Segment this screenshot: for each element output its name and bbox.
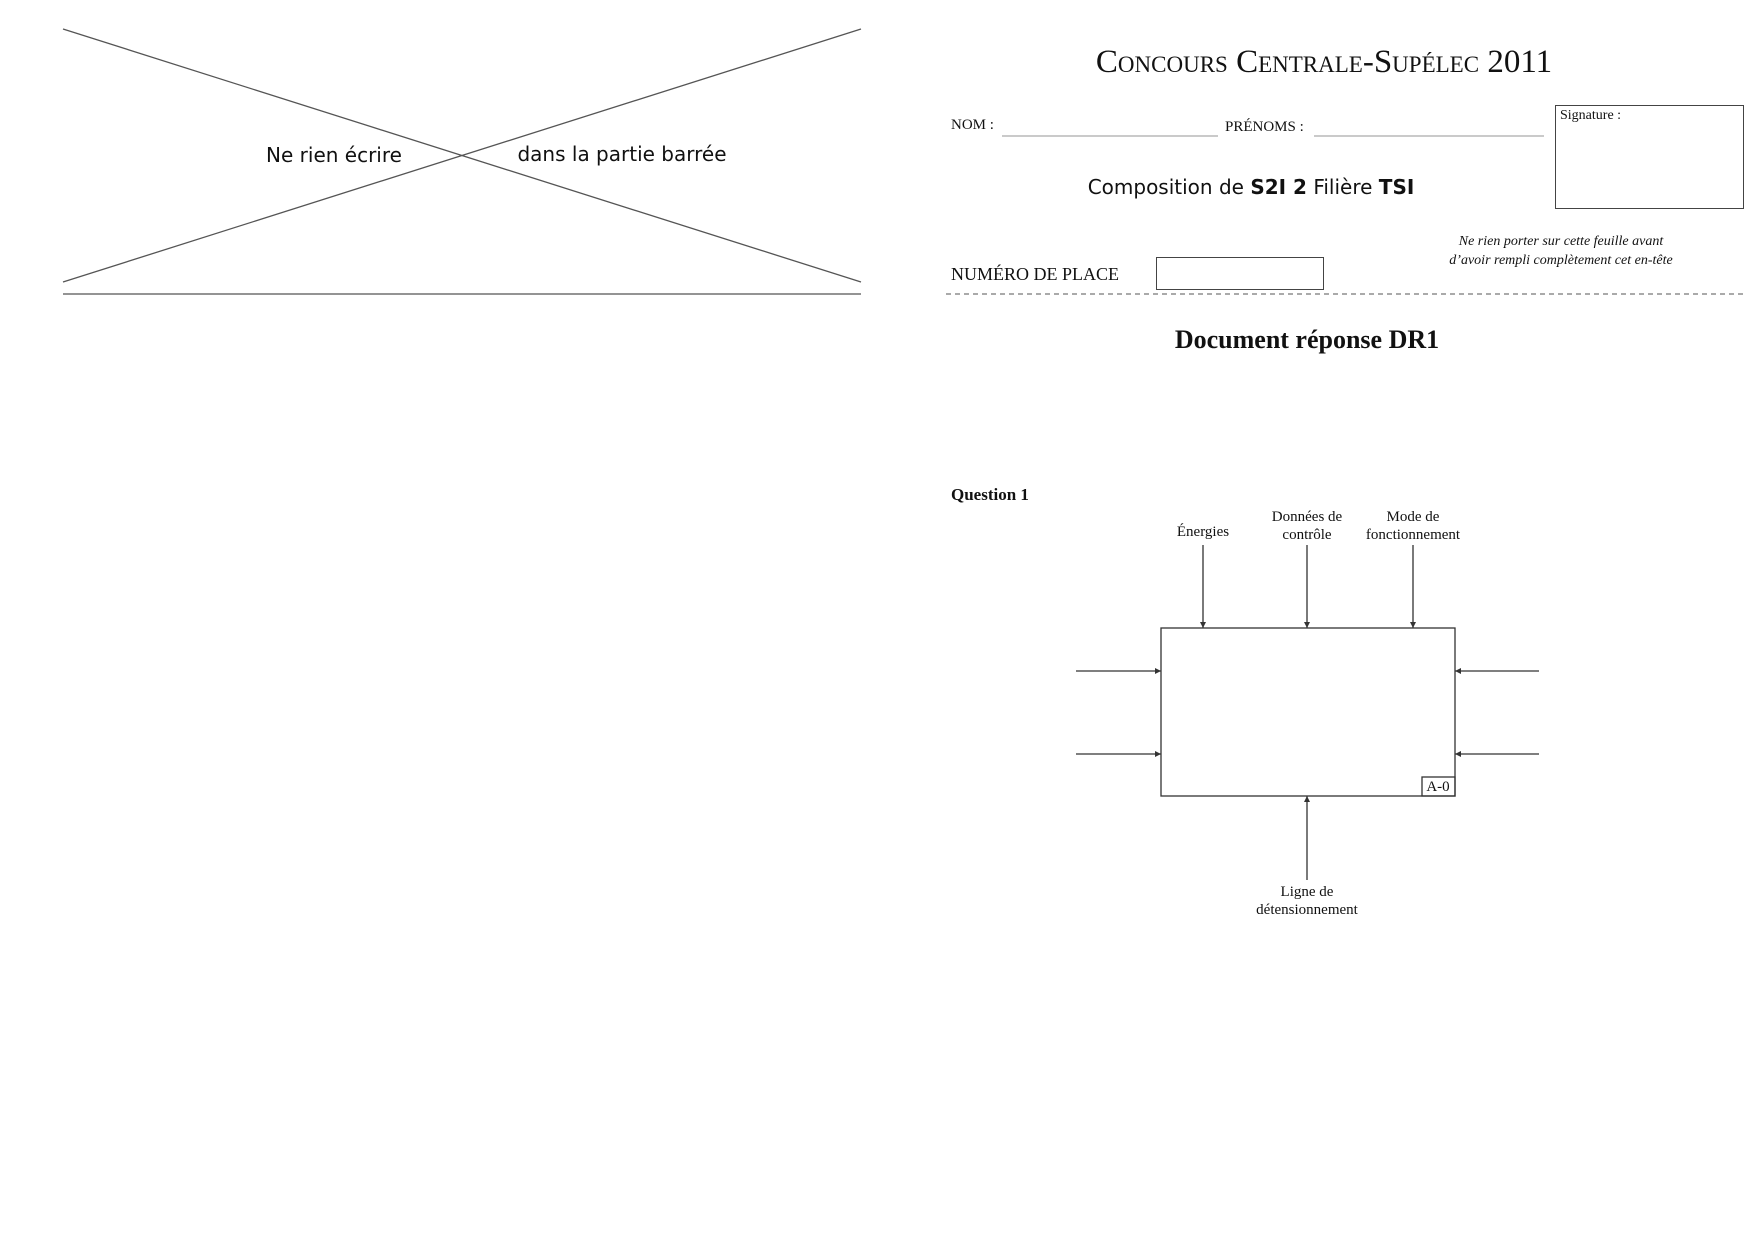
composition-line: Composition de S2I 2 Filière TSI [1088,175,1415,199]
nom-field[interactable] [1002,114,1218,136]
activity-box [1160,627,1456,797]
label-mode-line1: Mode de [1386,509,1440,525]
prenoms-field[interactable] [1314,114,1544,136]
crossed-text-left: Ne rien écrire [266,143,402,167]
label-donnees-line2: contrôle [1282,527,1332,543]
label-donnees-line1: Données de [1271,509,1343,525]
page-title: Concours Centrale-Supélec 2011 [1095,44,1553,80]
crossed-text-right: dans la partie barrée [517,142,727,166]
filiere: TSI [1378,175,1415,199]
sadt-diagram [1076,545,1539,880]
label-mode: Mode de fonctionnement [1366,508,1460,544]
notice-line-2: d’avoir rempli complètement cet en-tête [1449,253,1673,268]
question-label: Question 1 [951,485,1029,504]
filiere-label: Filière [1313,175,1373,199]
document-title: Document réponse DR1 [1174,325,1440,354]
subject: S2I 2 [1250,175,1307,199]
a0-label: A-0 [1426,779,1450,795]
notice-line-1: Ne rien porter sur cette feuille avant [1458,234,1664,249]
label-mode-line2: fonctionnement [1365,527,1461,543]
notice: Ne rien porter sur cette feuille avant d… [1449,232,1672,270]
nom-label: NOM : [951,117,994,133]
a0-box [1421,776,1456,797]
place-number-field[interactable] [1156,257,1324,290]
place-label: NUMÉRO DE PLACE [951,264,1120,284]
label-donnees: Données de contrôle [1272,508,1342,544]
label-ligne-line2: détensionnement [1256,902,1358,918]
label-ligne: Ligne de détensionnement [1256,883,1358,919]
signature-box[interactable]: Signature : [1555,105,1744,209]
prenoms-label: PRÉNOMS : [1225,119,1304,135]
signature-label: Signature : [1560,108,1622,123]
label-energies: Énergies [1176,524,1230,540]
cross-line-2 [62,28,862,283]
label-ligne-line1: Ligne de [1280,884,1334,900]
composition-prefix: Composition de [1087,175,1244,199]
